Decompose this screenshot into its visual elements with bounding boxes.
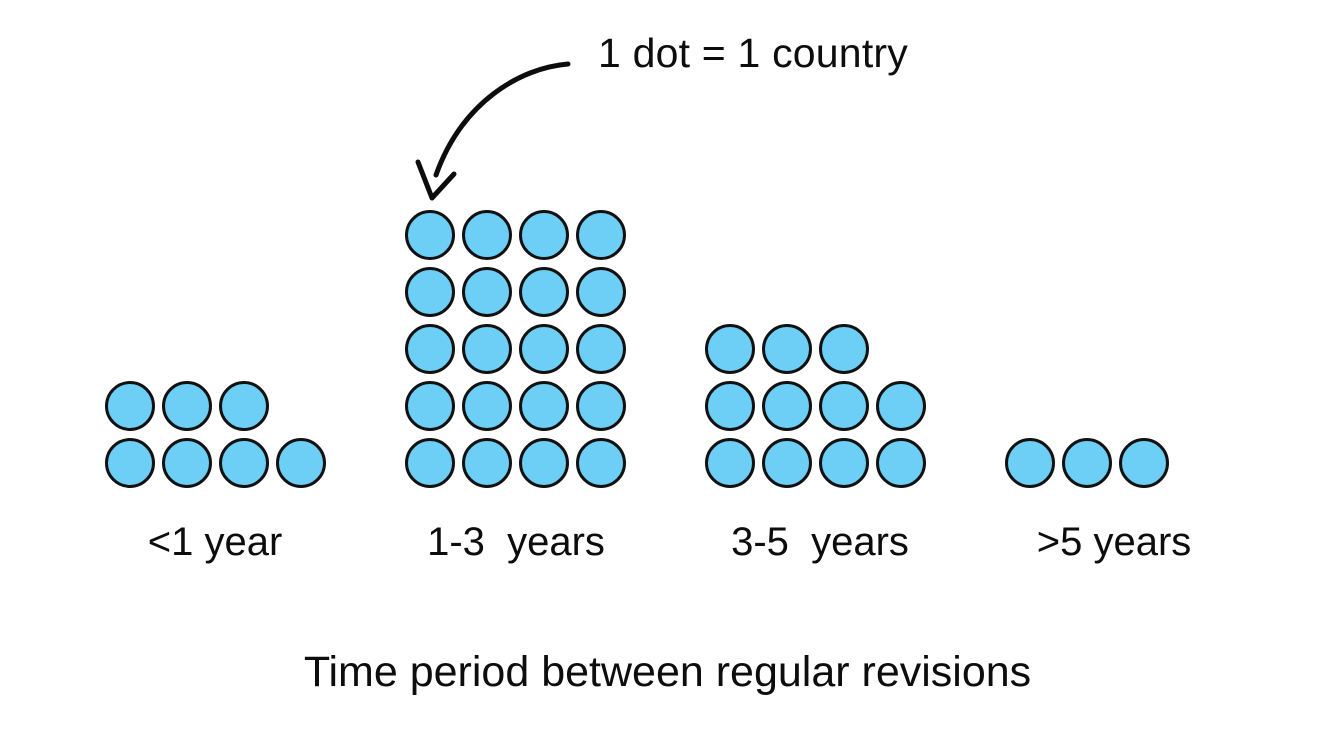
dot bbox=[819, 438, 869, 488]
dot-row bbox=[405, 381, 626, 438]
dot bbox=[519, 438, 569, 488]
dot bbox=[405, 210, 455, 260]
dot bbox=[762, 438, 812, 488]
dot bbox=[462, 438, 512, 488]
dot bbox=[1119, 438, 1169, 488]
dot bbox=[162, 438, 212, 488]
dot bbox=[819, 324, 869, 374]
dot bbox=[876, 438, 926, 488]
dot bbox=[162, 381, 212, 431]
dot-row bbox=[105, 438, 326, 495]
group-label-1: <1 year bbox=[147, 520, 283, 564]
dot bbox=[276, 438, 326, 488]
dot bbox=[405, 324, 455, 374]
dot-group-4 bbox=[1005, 438, 1169, 495]
dot-row bbox=[405, 210, 626, 267]
dot bbox=[219, 381, 269, 431]
dot bbox=[705, 324, 755, 374]
dot bbox=[576, 381, 626, 431]
dot-row bbox=[705, 324, 869, 381]
dot-row bbox=[1005, 438, 1169, 495]
dot-row bbox=[405, 324, 626, 381]
chart-caption: Time period between regular revisions bbox=[303, 648, 1032, 696]
dot bbox=[762, 324, 812, 374]
dot bbox=[576, 210, 626, 260]
group-label-3: 3-5 years bbox=[731, 520, 909, 564]
dot bbox=[105, 381, 155, 431]
dot bbox=[1062, 438, 1112, 488]
dot bbox=[1005, 438, 1055, 488]
dot bbox=[819, 381, 869, 431]
dot bbox=[462, 267, 512, 317]
dot bbox=[519, 324, 569, 374]
dot bbox=[705, 381, 755, 431]
dot-row bbox=[705, 438, 926, 495]
annotation-label: 1 dot = 1 country bbox=[598, 30, 908, 76]
dot-row bbox=[405, 267, 626, 324]
dot bbox=[405, 438, 455, 488]
dot bbox=[405, 381, 455, 431]
dot bbox=[519, 267, 569, 317]
dot-row bbox=[105, 381, 269, 438]
dot-row bbox=[405, 438, 626, 495]
dot bbox=[705, 438, 755, 488]
dot bbox=[576, 324, 626, 374]
dot bbox=[762, 381, 812, 431]
dot bbox=[462, 210, 512, 260]
dot bbox=[105, 438, 155, 488]
dot-row bbox=[705, 381, 926, 438]
dot bbox=[462, 381, 512, 431]
dot bbox=[876, 381, 926, 431]
group-label-4: >5 years bbox=[1036, 520, 1192, 564]
dot bbox=[462, 324, 512, 374]
dot bbox=[576, 438, 626, 488]
dot bbox=[405, 267, 455, 317]
dot bbox=[519, 381, 569, 431]
dot-group-2 bbox=[405, 210, 626, 495]
group-label-2: 1-3 years bbox=[427, 520, 605, 564]
dot bbox=[219, 438, 269, 488]
dot bbox=[576, 267, 626, 317]
dot-group-1 bbox=[105, 381, 326, 495]
dot bbox=[519, 210, 569, 260]
dot-group-3 bbox=[705, 324, 926, 495]
